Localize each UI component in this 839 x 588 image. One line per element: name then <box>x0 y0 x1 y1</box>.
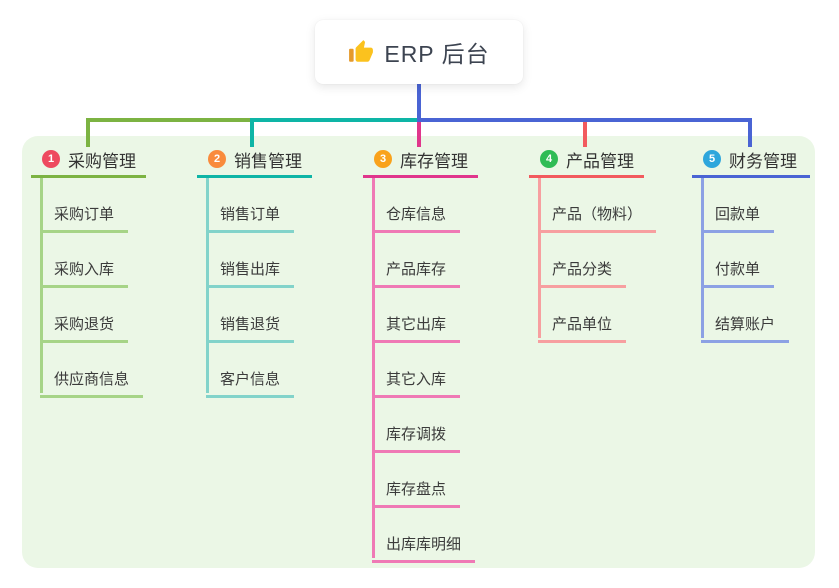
child-node[interactable]: 采购订单 <box>40 178 129 233</box>
branch-inventory: 3 库存管理 仓库信息 产品库存 其它出库 其它入库 库存调拨 库存盘点 出库库… <box>363 146 478 563</box>
child-node[interactable]: 销售订单 <box>206 178 295 233</box>
branch-title[interactable]: 2 销售管理 <box>197 146 312 172</box>
children-connector <box>372 178 375 558</box>
child-label: 采购退货 <box>40 313 129 343</box>
child-label: 销售退货 <box>206 313 295 343</box>
child-node[interactable]: 销售出库 <box>206 233 295 288</box>
badge-3: 3 <box>374 150 392 168</box>
child-node[interactable]: 其它入库 <box>372 343 461 398</box>
badge-1: 1 <box>42 150 60 168</box>
child-label: 采购订单 <box>40 203 129 233</box>
children-connector <box>206 178 209 393</box>
children-connector <box>701 178 704 338</box>
child-label: 回款单 <box>701 203 775 233</box>
children-connector <box>40 178 43 393</box>
branch-label: 采购管理 <box>68 151 136 171</box>
root-label: ERP 后台 <box>384 41 490 67</box>
branch-label: 销售管理 <box>234 151 302 171</box>
connector-purchase-drop <box>86 118 90 147</box>
badge-4: 4 <box>540 150 558 168</box>
branch-children: 仓库信息 产品库存 其它出库 其它入库 库存调拨 库存盘点 出库库明细 <box>363 178 478 563</box>
child-node[interactable]: 产品分类 <box>538 233 627 288</box>
child-label: 客户信息 <box>206 368 295 398</box>
branch-title[interactable]: 4 产品管理 <box>529 146 644 172</box>
branch-product: 4 产品管理 产品（物料） 产品分类 产品单位 <box>529 146 657 343</box>
child-node[interactable]: 仓库信息 <box>372 178 461 233</box>
root-node[interactable]: ERP 后台 <box>315 20 523 84</box>
branch-label: 库存管理 <box>400 151 468 171</box>
mindmap-panel <box>22 136 815 568</box>
child-label: 付款单 <box>701 258 775 288</box>
child-node[interactable]: 其它出库 <box>372 288 461 343</box>
root-connector <box>417 84 421 122</box>
child-node[interactable]: 产品（物料） <box>538 178 657 233</box>
child-node[interactable]: 库存盘点 <box>372 453 461 508</box>
branch-title[interactable]: 1 采购管理 <box>31 146 146 172</box>
child-node[interactable]: 供应商信息 <box>40 343 144 398</box>
branch-label: 财务管理 <box>729 151 797 171</box>
branch-children: 产品（物料） 产品分类 产品单位 <box>529 178 657 343</box>
branch-sales: 2 销售管理 销售订单 销售出库 销售退货 客户信息 <box>197 146 312 398</box>
branch-children: 销售订单 销售出库 销售退货 客户信息 <box>197 178 312 398</box>
connector-product-drop <box>583 118 587 147</box>
child-label: 产品（物料） <box>538 203 657 233</box>
child-node[interactable]: 产品库存 <box>372 233 461 288</box>
branch-finance: 5 财务管理 回款单 付款单 结算账户 <box>692 146 810 343</box>
child-node[interactable]: 采购入库 <box>40 233 129 288</box>
connector-sales <box>250 118 421 122</box>
thumbs-up-icon <box>348 39 374 65</box>
child-label: 结算账户 <box>701 313 790 343</box>
branch-underline <box>529 175 644 178</box>
badge-5: 5 <box>703 150 721 168</box>
branch-children: 回款单 付款单 结算账户 <box>692 178 810 343</box>
connector-finance-drop <box>748 118 752 147</box>
children-connector <box>538 178 541 338</box>
badge-2: 2 <box>208 150 226 168</box>
child-node[interactable]: 结算账户 <box>701 288 790 343</box>
child-node[interactable]: 库存调拨 <box>372 398 461 453</box>
child-node[interactable]: 出库库明细 <box>372 508 476 563</box>
child-label: 供应商信息 <box>40 368 144 398</box>
connector-finance <box>417 118 752 122</box>
child-node[interactable]: 销售退货 <box>206 288 295 343</box>
branch-purchase: 1 采购管理 采购订单 采购入库 采购退货 供应商信息 <box>31 146 146 398</box>
child-label: 销售出库 <box>206 258 295 288</box>
child-label: 出库库明细 <box>372 533 476 563</box>
branch-underline <box>363 175 478 178</box>
branch-underline <box>692 175 810 178</box>
child-node[interactable]: 客户信息 <box>206 343 295 398</box>
child-label: 库存调拨 <box>372 423 461 453</box>
child-node[interactable]: 回款单 <box>701 178 775 233</box>
child-label: 产品分类 <box>538 258 627 288</box>
branch-underline <box>31 175 146 178</box>
child-label: 仓库信息 <box>372 203 461 233</box>
branch-title[interactable]: 5 财务管理 <box>692 146 810 172</box>
branch-children: 采购订单 采购入库 采购退货 供应商信息 <box>31 178 146 398</box>
child-label: 其它入库 <box>372 368 461 398</box>
branch-underline <box>197 175 312 178</box>
connector-sales-drop <box>250 118 254 147</box>
branch-label: 产品管理 <box>566 151 634 171</box>
child-node[interactable]: 付款单 <box>701 233 775 288</box>
child-node[interactable]: 采购退货 <box>40 288 129 343</box>
child-label: 其它出库 <box>372 313 461 343</box>
branch-title[interactable]: 3 库存管理 <box>363 146 478 172</box>
child-label: 采购入库 <box>40 258 129 288</box>
connector-inventory-drop <box>417 118 421 147</box>
child-label: 产品库存 <box>372 258 461 288</box>
child-label: 销售订单 <box>206 203 295 233</box>
child-label: 产品单位 <box>538 313 627 343</box>
child-label: 库存盘点 <box>372 478 461 508</box>
child-node[interactable]: 产品单位 <box>538 288 627 343</box>
